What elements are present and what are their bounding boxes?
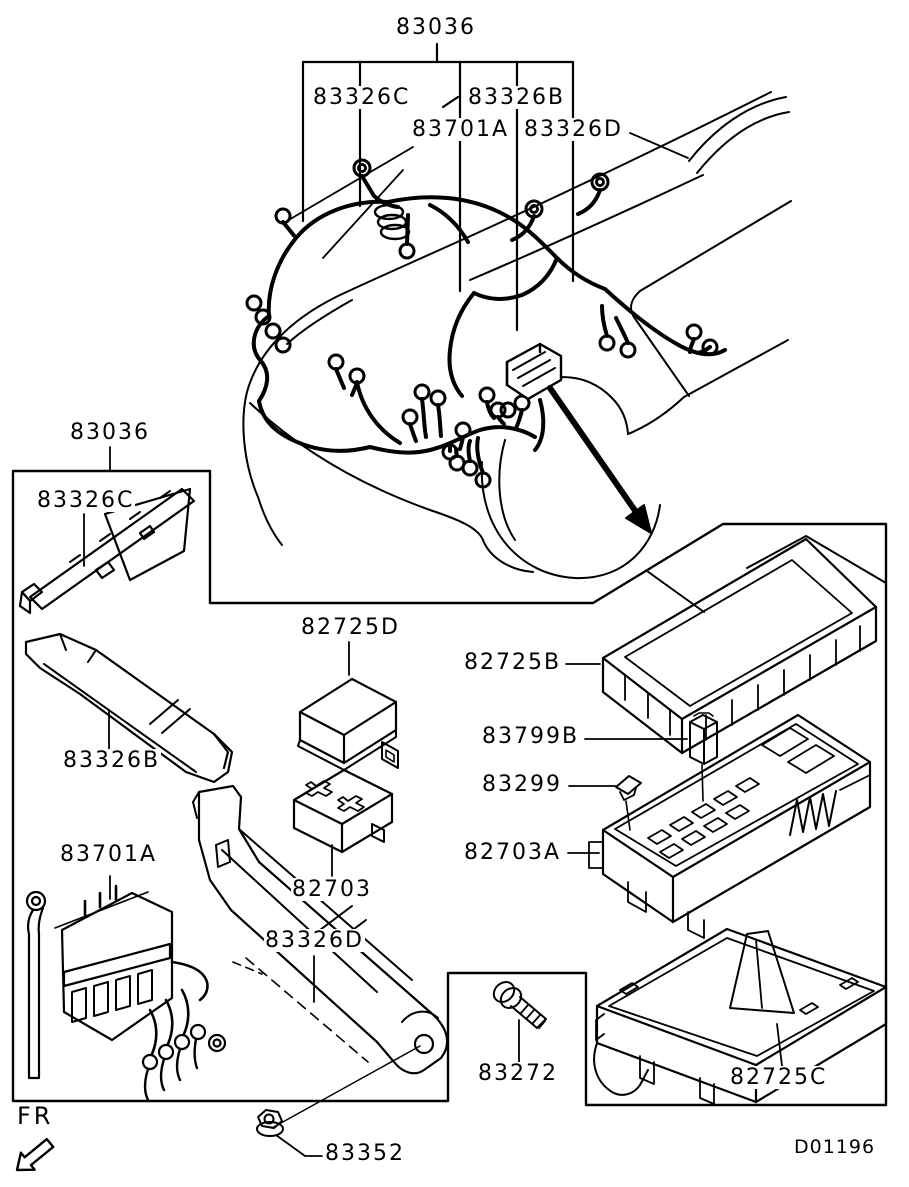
part-83299-drawing — [615, 775, 642, 831]
part-label-83326D-mid: 83326D — [264, 928, 365, 953]
part-label-83272: 83272 — [477, 1061, 559, 1086]
engine-harness-drawing — [251, 174, 727, 475]
part-label-83326B-box: 83326B — [62, 748, 162, 773]
part-82703-drawing — [292, 768, 394, 854]
bolt-83272-drawing — [492, 981, 547, 1029]
part-83326B-drawing — [24, 632, 234, 784]
label-leader-lines — [83, 446, 783, 1157]
part-label-83036-box: 83036 — [69, 420, 151, 445]
part-label-82725B: 82725B — [463, 650, 563, 675]
part-label-83299: 83299 — [481, 772, 563, 797]
nut-83352-drawing — [256, 1109, 284, 1137]
part-82725C-drawing — [593, 927, 888, 1105]
part-label-83326D-top: 83326D — [523, 117, 624, 142]
part-label-83326B-top: 83326B — [467, 85, 567, 110]
part-label-82725C: 82725C — [729, 1065, 829, 1090]
part-label-83326C-top: 83326C — [312, 85, 412, 110]
car-outline — [242, 91, 887, 613]
part-label-82703A: 82703A — [463, 840, 563, 865]
detail-callout-arrow — [547, 385, 652, 534]
harness-junction-block — [373, 203, 563, 401]
part-label-83326C-box: 83326C — [36, 488, 136, 513]
part-label-83701A-box: 83701A — [59, 842, 159, 867]
part-83701A-drawing — [25, 884, 227, 1102]
part-83326C-drawing — [18, 487, 196, 615]
parts-box-border — [11, 469, 888, 1107]
part-label-83352: 83352 — [324, 1141, 406, 1166]
part-83799B-drawing — [689, 712, 718, 802]
part-82725D-drawing — [297, 677, 399, 771]
front-direction-label: FR — [16, 1102, 55, 1130]
part-label-83036-top: 83036 — [395, 15, 477, 40]
part-label-83701A-top: 83701A — [411, 117, 511, 142]
part-label-82725D: 82725D — [300, 615, 401, 640]
part-83326D-drawing — [192, 784, 449, 1075]
part-label-83799B: 83799B — [481, 724, 581, 749]
part-label-82703: 82703 — [291, 877, 373, 902]
harness-connector-rings — [245, 158, 719, 489]
fr-direction-arrow — [15, 1137, 55, 1172]
part-82703A-drawing — [588, 713, 872, 939]
drawing-code: D01196 — [793, 1136, 877, 1158]
